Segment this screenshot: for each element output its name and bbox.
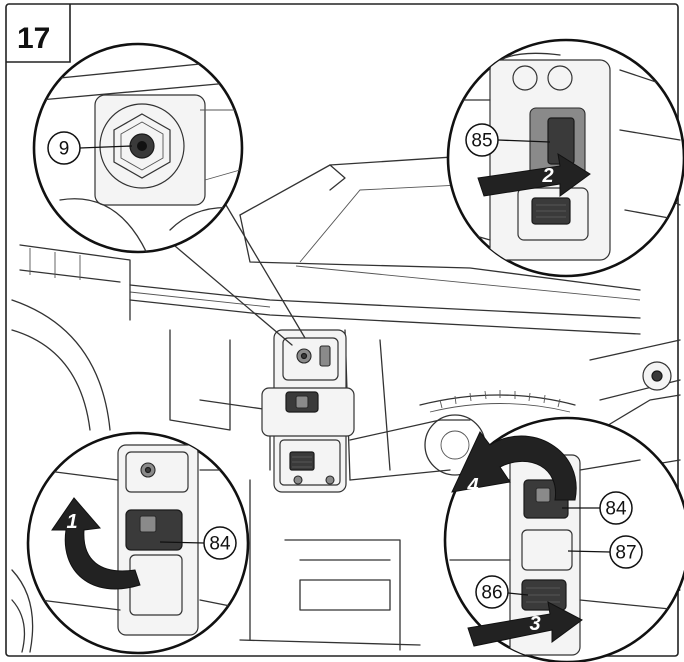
arrow-4 xyxy=(451,431,577,501)
zoom-detail-latch-top: 2 85 xyxy=(446,38,684,278)
callout-85 xyxy=(465,123,499,157)
callout-87-label: 87 xyxy=(615,543,636,564)
callout-84-right-label: 84 xyxy=(605,499,627,520)
arrow-4-label: 4 xyxy=(466,475,478,497)
callout-85-label: 85 xyxy=(471,131,492,152)
arrow-3 xyxy=(467,601,583,647)
figure-frame: 17 xyxy=(5,3,679,657)
callout-84-left xyxy=(203,526,237,560)
arrow-3-label: 3 xyxy=(529,613,540,635)
callout-86 xyxy=(475,575,509,609)
arrow-1 xyxy=(51,497,141,590)
zoom-detail-latch-right: 4 3 84 87 86 xyxy=(443,416,684,662)
zoom-leader xyxy=(174,204,306,346)
callout-87 xyxy=(609,535,643,569)
arrow-1-label: 1 xyxy=(66,511,77,533)
latch-assembly xyxy=(261,329,355,493)
zoom-detail-latch-left: 1 84 xyxy=(26,431,250,655)
callout-84-left-label: 84 xyxy=(209,534,231,555)
zoom-detail-nut: 9 xyxy=(32,42,244,254)
callout-86-label: 86 xyxy=(481,583,502,604)
arrow-2-label: 2 xyxy=(541,165,553,187)
arrow-2 xyxy=(477,152,591,197)
figure-number: 17 xyxy=(17,22,50,55)
callout-9 xyxy=(47,131,81,165)
callout-9-label: 9 xyxy=(59,139,70,160)
callout-84-right xyxy=(599,491,633,525)
